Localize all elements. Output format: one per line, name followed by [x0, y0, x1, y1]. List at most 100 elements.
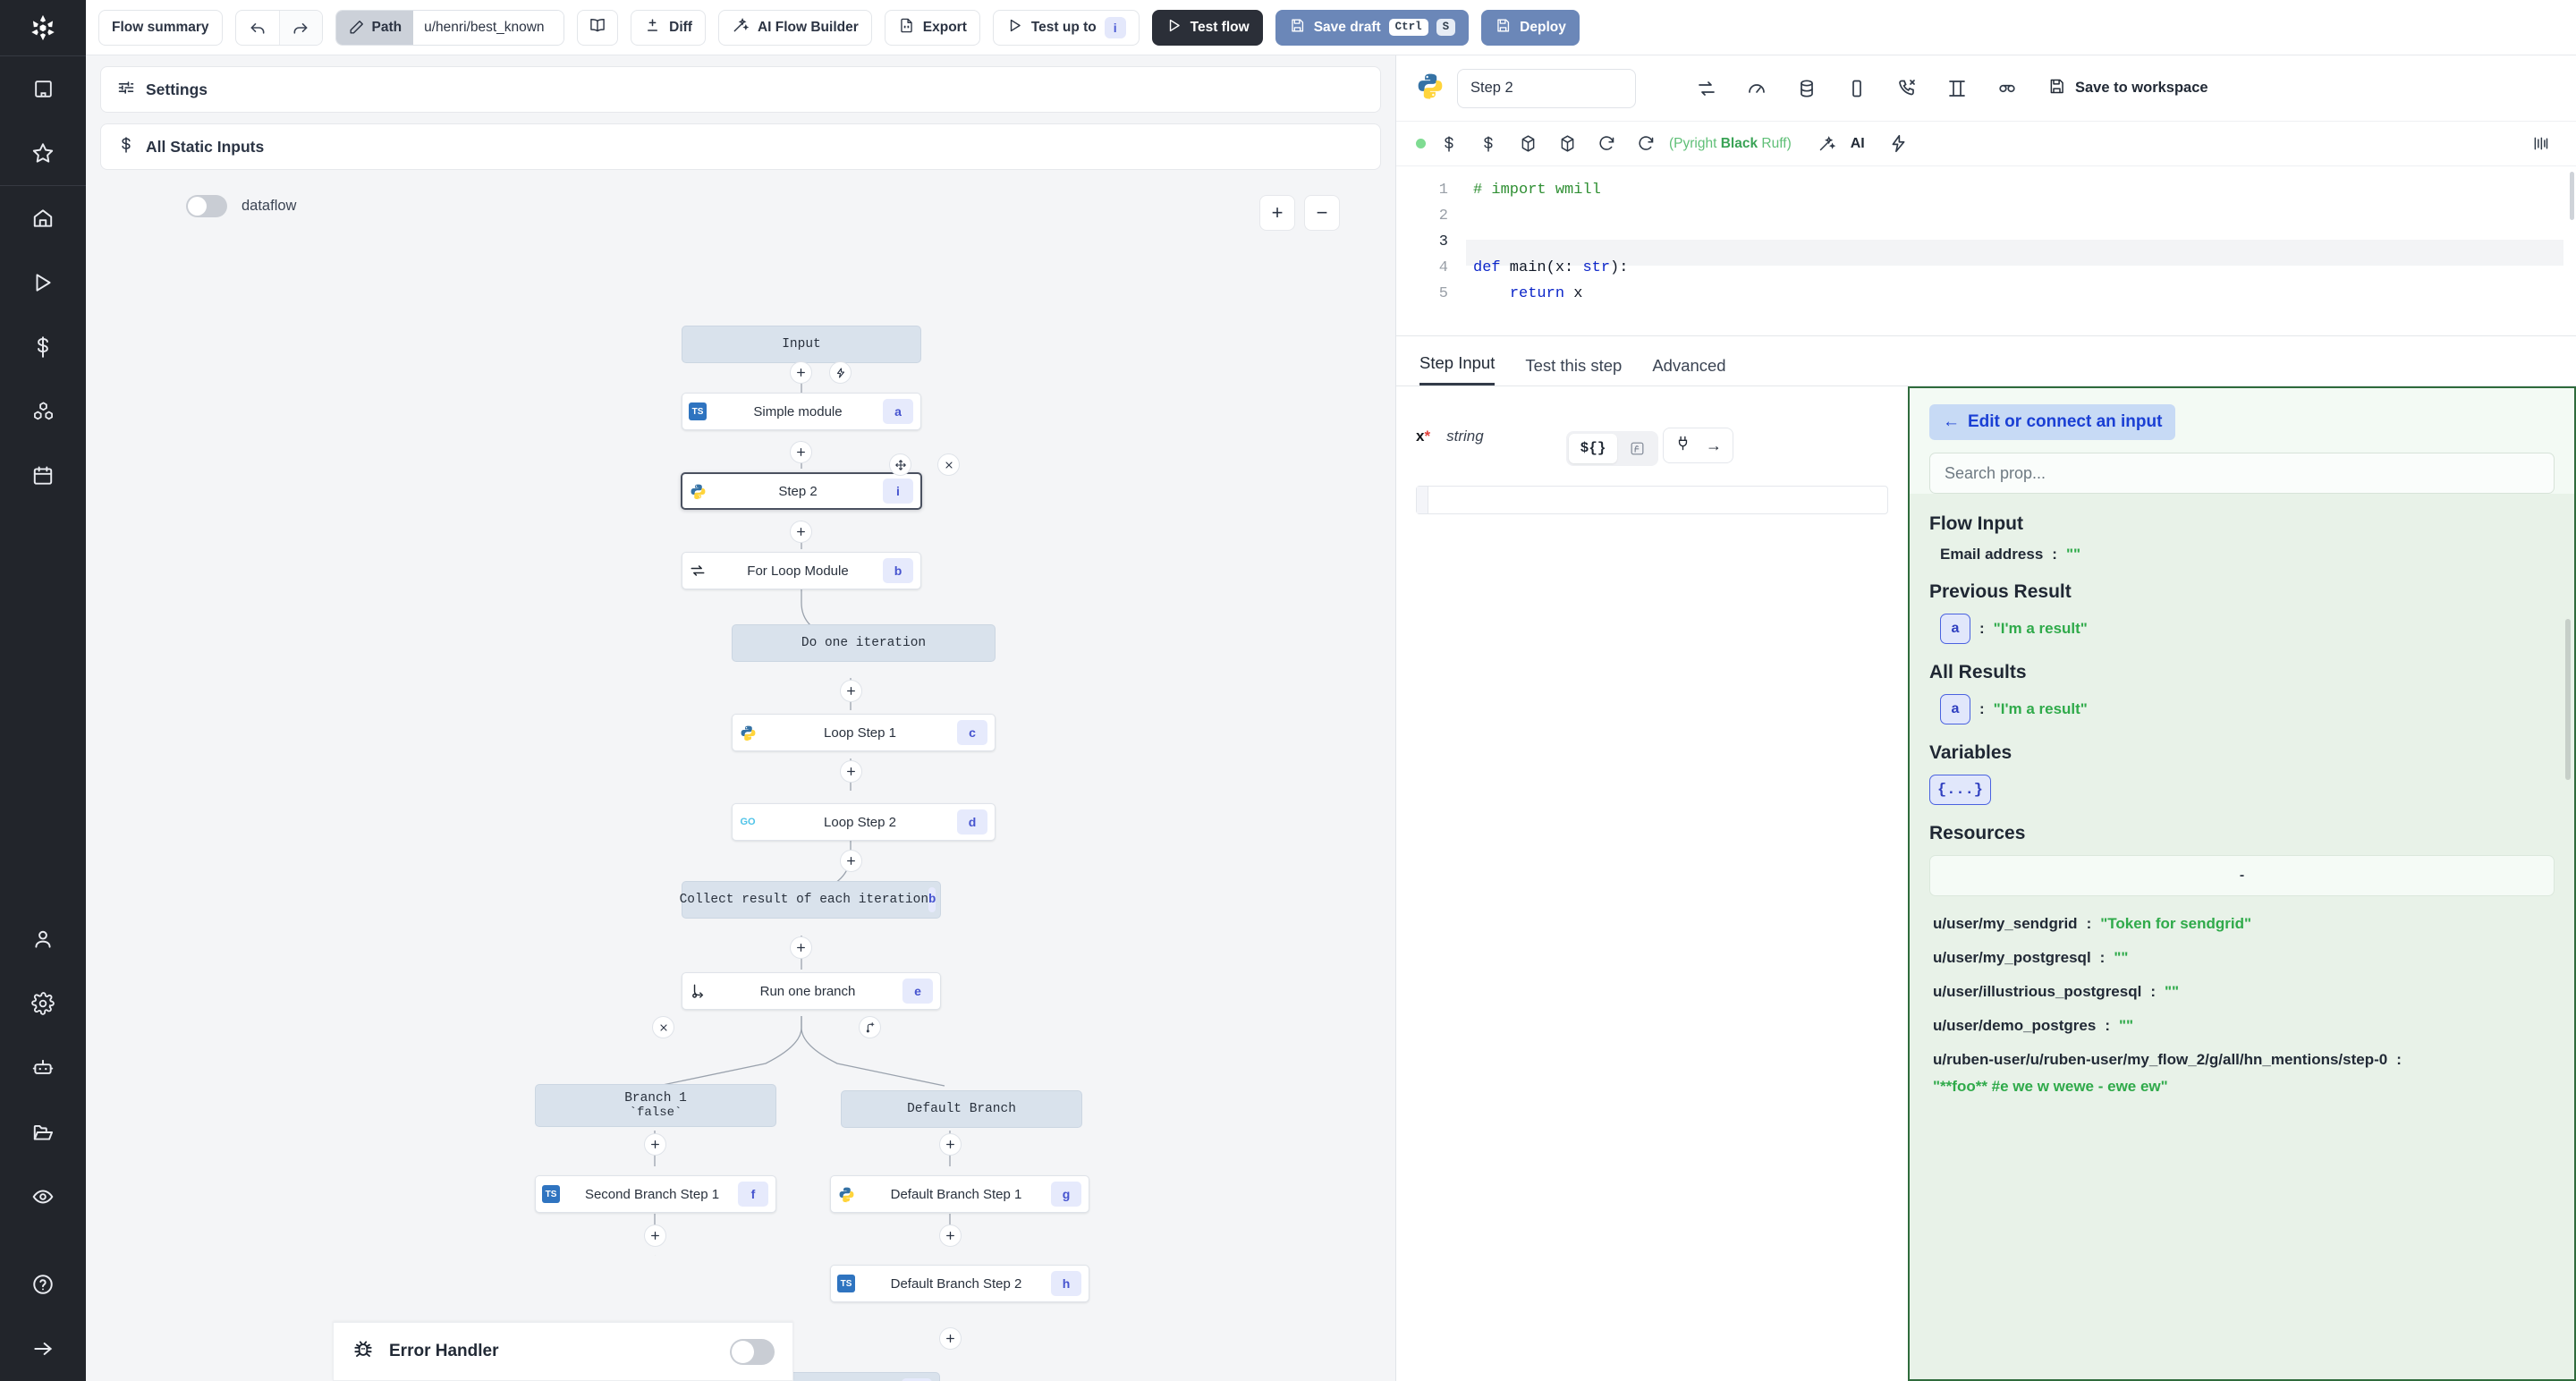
- save-draft-button[interactable]: Save draft Ctrl S: [1275, 10, 1469, 46]
- refresh-cw-icon[interactable]: [1630, 128, 1662, 160]
- add-step-plus-icon[interactable]: [939, 1133, 962, 1156]
- resource-item[interactable]: u/user/demo_postgres : "": [1929, 1009, 2555, 1043]
- sidebar-item-building[interactable]: [0, 56, 86, 121]
- code-scrollbar[interactable]: [2570, 172, 2574, 220]
- resource-item[interactable]: u/ruben-user/u/ruben-user/my_flow_2/g/al…: [1929, 1043, 2555, 1104]
- square-icon[interactable]: [1838, 70, 1876, 107]
- path-edit-button[interactable]: Path: [336, 11, 414, 45]
- remove-branch-icon[interactable]: [652, 1016, 674, 1038]
- add-step-plus-icon[interactable]: [790, 936, 812, 959]
- step-name-input[interactable]: Step 2: [1457, 69, 1636, 108]
- export-button[interactable]: Export: [885, 10, 980, 46]
- lightning-icon[interactable]: [1883, 128, 1915, 160]
- sidebar-item-audit[interactable]: [0, 1165, 86, 1229]
- delete-node-icon[interactable]: [937, 453, 960, 476]
- sidebar-item-resources[interactable]: [0, 379, 86, 444]
- previous-result-row[interactable]: a : "I'm a result": [1929, 614, 2555, 644]
- package-icon[interactable]: [1512, 128, 1544, 160]
- flow-node-run-one-branch[interactable]: Run one branch e: [682, 972, 941, 1010]
- tab-test-this-step[interactable]: Test this step: [1525, 356, 1622, 385]
- flow-node-loop-step-2[interactable]: GO Loop Step 2 d: [732, 803, 996, 841]
- sidebar-item-settings[interactable]: [0, 971, 86, 1036]
- resource-item[interactable]: u/user/my_postgresql : "": [1929, 941, 2555, 975]
- arg-value-input[interactable]: [1416, 486, 1888, 514]
- gauge-icon[interactable]: [1738, 70, 1775, 107]
- sidebar-item-folders[interactable]: [0, 1100, 86, 1165]
- flow-node-step-2[interactable]: Step 2 i: [681, 472, 922, 510]
- variables-chip[interactable]: {...}: [1929, 775, 1991, 805]
- loop-icon[interactable]: [1688, 70, 1725, 107]
- dollar-icon-2[interactable]: [1472, 128, 1504, 160]
- database-icon[interactable]: [1788, 70, 1826, 107]
- add-step-plus-icon[interactable]: [790, 441, 812, 463]
- add-step-plus-icon[interactable]: [939, 1224, 962, 1247]
- refresh-icon[interactable]: [1590, 128, 1623, 160]
- minimap-icon[interactable]: [2524, 128, 2556, 160]
- sparkle-wand-icon[interactable]: [1811, 128, 1843, 160]
- mode-expression-button[interactable]: ${}: [1569, 434, 1618, 463]
- resources-empty-box[interactable]: -: [1929, 855, 2555, 896]
- add-step-plus-icon[interactable]: [644, 1133, 666, 1156]
- flow-node-second-branch-step-1[interactable]: TS Second Branch Step 1 f: [535, 1175, 776, 1213]
- flow-node-input[interactable]: Input: [682, 326, 921, 363]
- sidebar-item-home[interactable]: [0, 186, 86, 250]
- sidebar-item-runs[interactable]: [0, 250, 86, 315]
- sidebar-item-schedules[interactable]: [0, 444, 86, 508]
- move-node-handle[interactable]: [889, 453, 911, 476]
- flow-node-branch-1[interactable]: Branch 1 `false`: [535, 1084, 776, 1127]
- add-step-plus-icon[interactable]: [790, 361, 812, 384]
- variables-row[interactable]: {...}: [1929, 775, 2555, 805]
- save-to-workspace-button[interactable]: Save to workspace: [2047, 77, 2208, 100]
- search-prop-input[interactable]: Search prop...: [1929, 453, 2555, 494]
- zoom-out-button[interactable]: −: [1304, 195, 1340, 231]
- result-chip[interactable]: a: [1940, 614, 1970, 644]
- diff-button[interactable]: Diff: [631, 10, 706, 46]
- tab-step-input[interactable]: Step Input: [1419, 353, 1495, 385]
- redo-icon[interactable]: [279, 11, 322, 45]
- flow-node-do-one-iteration[interactable]: Do one iteration: [732, 624, 996, 662]
- undo-icon[interactable]: [236, 11, 279, 45]
- edit-or-connect-button[interactable]: ← Edit or connect an input: [1929, 404, 2175, 440]
- result-chip[interactable]: a: [1940, 694, 1970, 724]
- all-results-row[interactable]: a : "I'm a result": [1929, 694, 2555, 724]
- add-branch-icon[interactable]: [859, 1016, 881, 1038]
- sidebar-item-workers[interactable]: [0, 1036, 86, 1100]
- connect-panel-scrollbar[interactable]: [2565, 619, 2571, 780]
- flow-node-for-loop-module[interactable]: For Loop Module b: [682, 552, 921, 589]
- flow-input-row[interactable]: Email address : "": [1929, 546, 2555, 563]
- resource-item[interactable]: u/user/illustrious_postgresql : "": [1929, 975, 2555, 1009]
- flow-node-default-branch-step-2[interactable]: TS Default Branch Step 2 h: [830, 1265, 1089, 1302]
- add-step-plus-icon[interactable]: [840, 760, 862, 783]
- add-step-plus-icon[interactable]: [939, 1327, 962, 1350]
- sidebar-item-favorites[interactable]: [0, 121, 86, 185]
- dollar-icon[interactable]: [1433, 128, 1465, 160]
- dataflow-toggle[interactable]: [186, 195, 227, 217]
- connect-input-button[interactable]: →: [1663, 428, 1733, 463]
- flow-graph-canvas[interactable]: dataflow + −: [86, 182, 1395, 1381]
- error-handler-toggle[interactable]: [730, 1339, 775, 1365]
- sidebar-item-expand[interactable]: [0, 1317, 86, 1381]
- phone-call-icon[interactable]: [1888, 70, 1926, 107]
- zoom-in-button[interactable]: +: [1259, 195, 1295, 231]
- settings-panel-header[interactable]: Settings: [100, 66, 1381, 113]
- package-icon-2[interactable]: [1551, 128, 1583, 160]
- docs-button[interactable]: [577, 10, 618, 46]
- tab-advanced[interactable]: Advanced: [1652, 356, 1725, 385]
- ai-label[interactable]: AI: [1851, 136, 1865, 152]
- flow-node-simple-module[interactable]: TS Simple module a: [682, 393, 921, 430]
- sidebar-item-help[interactable]: [0, 1252, 86, 1317]
- path-input[interactable]: u/henri/best_known: [413, 11, 564, 45]
- sidebar-item-variables[interactable]: [0, 315, 86, 379]
- flow-node-loop-step-1[interactable]: Loop Step 1 c: [732, 714, 996, 751]
- flow-node-collect-result[interactable]: Collect result of each iteration b: [682, 881, 941, 919]
- flow-node-default-branch[interactable]: Default Branch: [841, 1090, 1082, 1128]
- deploy-button[interactable]: Deploy: [1481, 10, 1580, 46]
- ai-flow-builder-button[interactable]: AI Flow Builder: [718, 10, 872, 46]
- resource-item[interactable]: u/user/my_sendgrid : "Token for sendgrid…: [1929, 907, 2555, 941]
- ai-add-step-icon[interactable]: [829, 361, 852, 384]
- windmill-logo-icon[interactable]: [0, 0, 86, 55]
- code-editor[interactable]: 1 2 3 4 5 # import wmill def main(x: str…: [1396, 166, 2576, 336]
- all-static-inputs-header[interactable]: All Static Inputs: [100, 123, 1381, 170]
- connect-panel-body[interactable]: Flow Input Email address : "" Previous R…: [1910, 494, 2574, 1379]
- add-step-plus-icon[interactable]: [840, 850, 862, 872]
